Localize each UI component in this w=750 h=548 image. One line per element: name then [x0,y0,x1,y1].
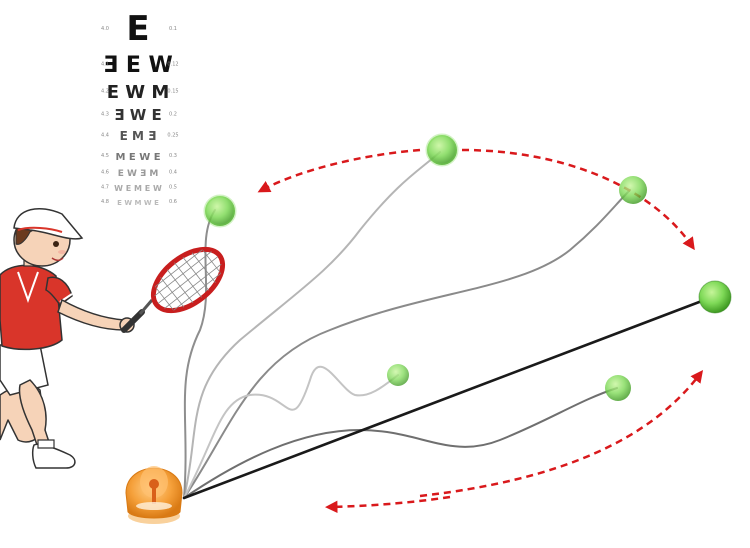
tennis-ball-icon [619,176,647,204]
tennis-player-illustration [0,207,226,469]
eye-chart-right-label: 0.12 [167,61,178,67]
eye-chart-right-label: 0.1 [169,26,177,32]
string-to-main-ball [182,294,717,500]
eye-chart-right-label: 0.5 [169,185,177,191]
tennis-ball-icon [425,133,459,167]
tennis-ball-icon [605,375,631,401]
eye-chart-right-label: 0.6 [169,199,177,205]
eye-chart-left-label: 4.4 [101,132,109,138]
rebound-base-icon [125,466,183,524]
eye-chart-row: Ǝ E W [103,53,173,78]
eye-chart: E 4.0 0.1 Ǝ E W4.1 0.12 E W M4.2 0.15 Ǝ W E 4.3 0… [101,9,179,207]
eye-chart-left-label: 4.8 [101,199,109,205]
eye-chart-right-label: 0.15 [167,89,178,95]
eye-chart-left-label: 4.1 [101,61,109,67]
eye-chart-right-label: 0.3 [169,153,177,159]
motion-arrows [257,148,704,514]
string-to-lower-right-ball [183,387,618,499]
tennis-balls [203,133,732,401]
eye-chart-left-label: 4.7 [101,185,109,191]
eye-chart-row: W E M E W [114,184,162,193]
string-trajectories [182,151,717,500]
eye-chart-row: E W M [107,82,170,103]
eye-chart-right-label: 0.25 [167,132,178,138]
arrow-bottom-left [325,495,451,514]
arrow-bottom-right [419,370,704,498]
eye-chart-left-label: 4.5 [101,153,109,159]
arrow-top-left [257,148,421,193]
string-to-mid-ball [183,365,399,499]
eye-chart-left-label: 4.0 [101,26,109,32]
eye-chart-right-label: 0.4 [169,169,177,175]
string-to-upper-right-ball [183,189,631,499]
tennis-ball-icon [203,194,237,228]
eye-chart-left-label: 4.2 [101,89,109,95]
eye-chart-left-label: 4.3 [101,112,109,118]
tennis-ball-icon [698,280,732,314]
arrow-top-right [461,148,695,251]
eye-chart-row: Ǝ W E [114,106,161,124]
tennis-ball-icon [387,364,409,386]
string-to-left-ball [183,209,216,499]
eye-chart-row: E W M W E [117,199,159,207]
eye-chart-row: E M Ǝ [120,129,157,143]
eye-chart-row: M E W E [115,152,160,163]
eye-chart-left-label: 4.6 [101,169,109,175]
eye-chart-row: E [126,9,149,49]
eye-chart-row: E W Ǝ M [118,169,159,179]
string-to-top-ball [183,151,441,499]
eye-chart-right-label: 0.2 [169,112,177,118]
